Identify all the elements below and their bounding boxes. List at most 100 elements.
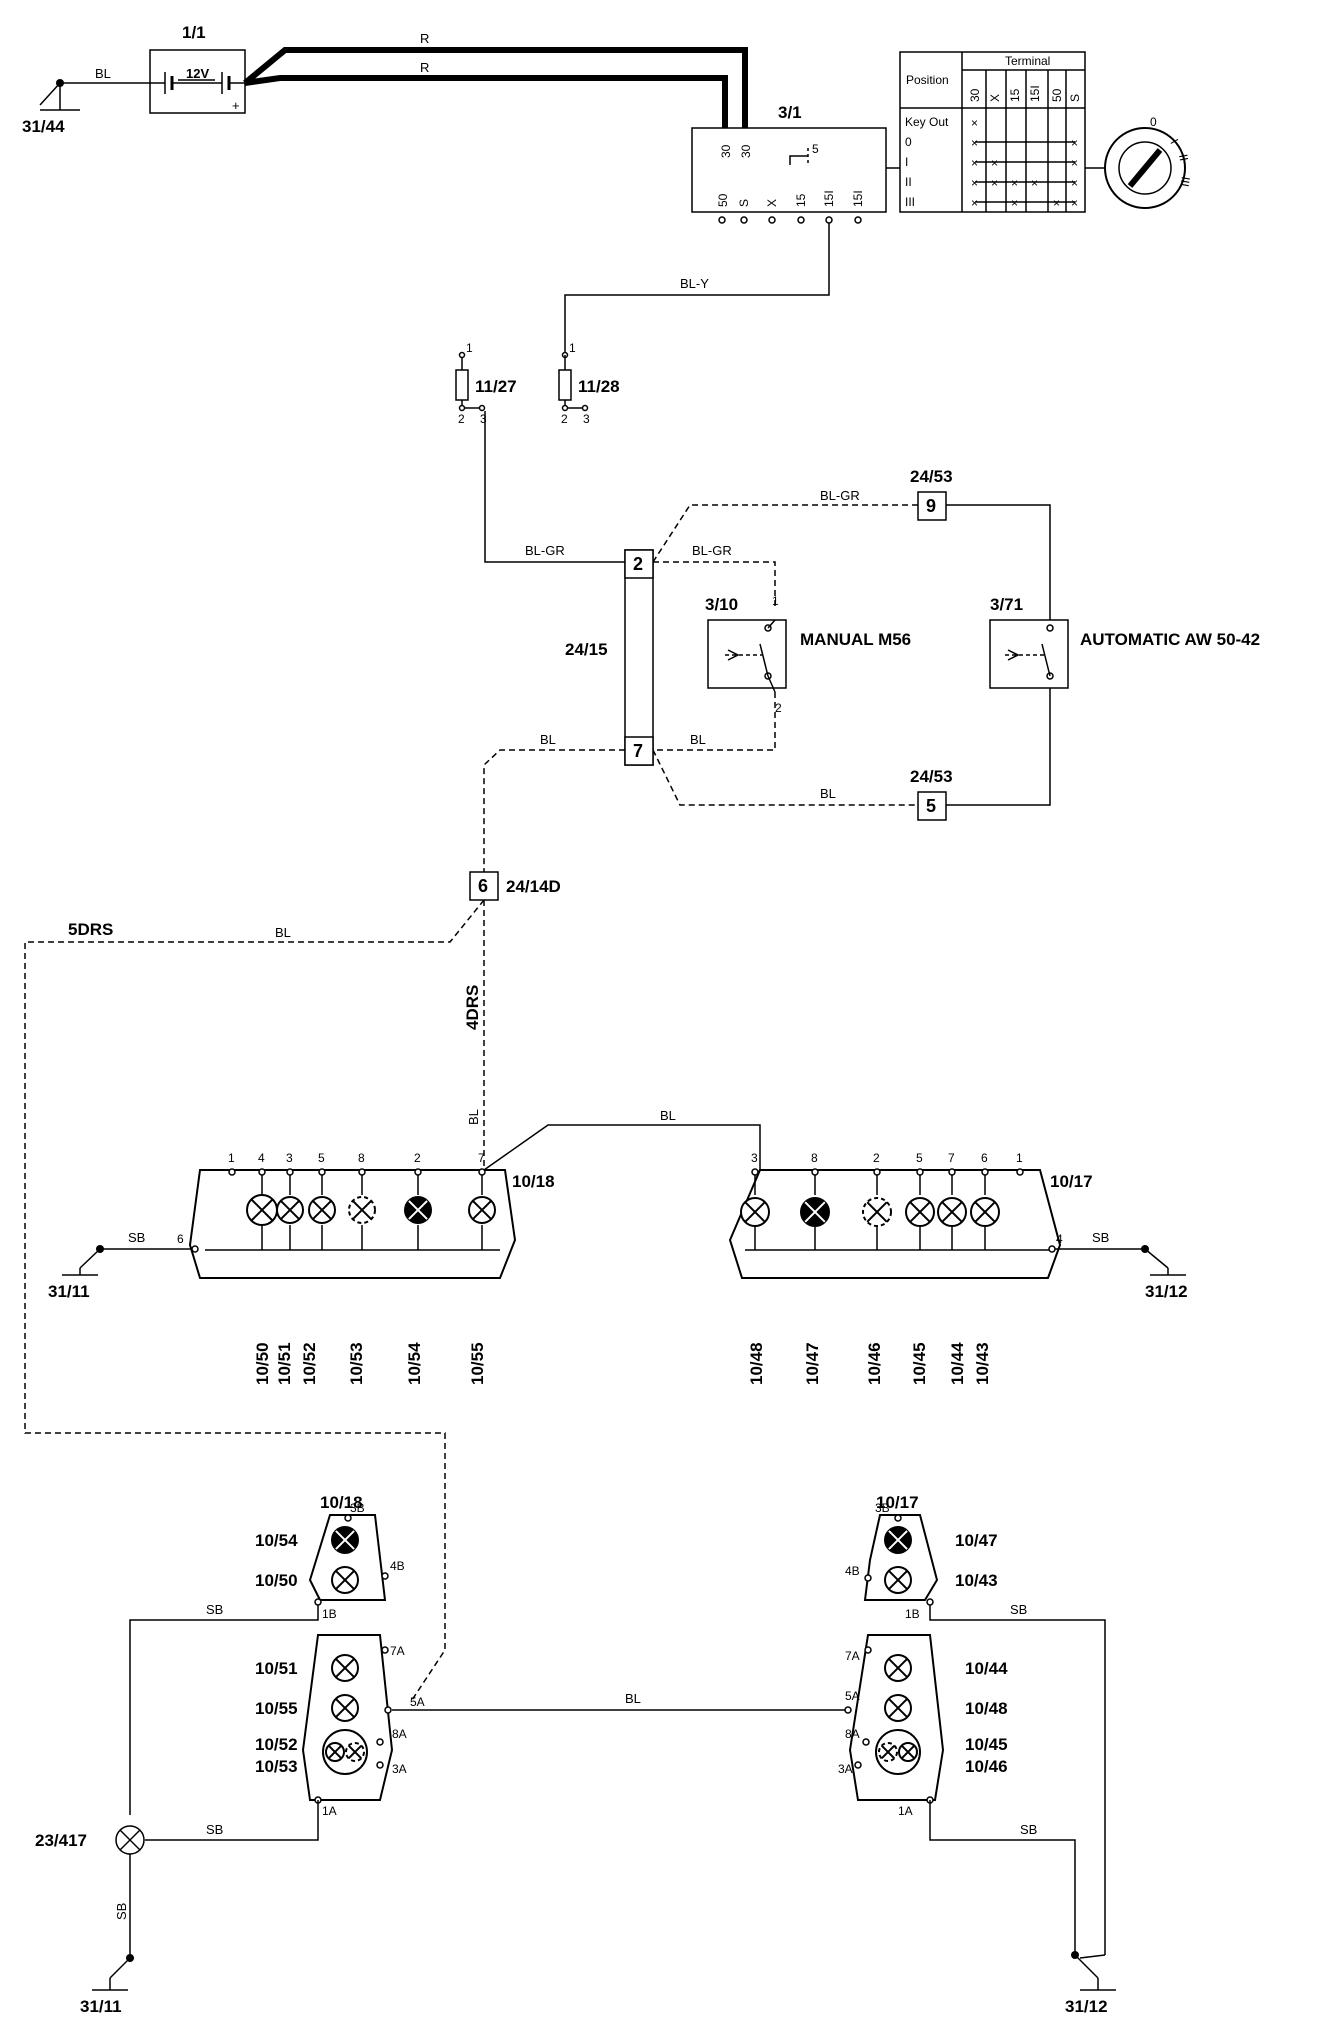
lamp-ref-left-1: 10/51 bbox=[275, 1342, 294, 1385]
connector-24-53-bottom-pin: 5 bbox=[926, 796, 936, 816]
table-row-0: Key Out bbox=[905, 115, 949, 129]
lamp-ref-left-0: 10/50 bbox=[253, 1342, 272, 1385]
switch-3-10-id: 3/10 bbox=[705, 595, 738, 614]
lamp-ref-right-2: 10/46 bbox=[865, 1342, 884, 1385]
lower-right-lamp-4: 10/45 bbox=[965, 1735, 1008, 1754]
wire-label-sb-1: SB bbox=[128, 1230, 145, 1245]
term-50: 50 bbox=[716, 193, 730, 207]
lamp-left-pin-5: 5 bbox=[318, 1151, 325, 1165]
wire-label-bl-6: BL bbox=[660, 1108, 676, 1123]
lower-right-lamp-2: 10/44 bbox=[965, 1659, 1008, 1678]
term-s: S bbox=[737, 199, 751, 207]
lamp-right-pin-1: 1 bbox=[1016, 1151, 1023, 1165]
lower-left-pin-1A: 1A bbox=[322, 1804, 337, 1818]
bulb-icon bbox=[905, 1197, 935, 1227]
wire-label-bl-3: BL bbox=[540, 732, 556, 747]
lamp-left-pin-1: 1 bbox=[228, 1151, 235, 1165]
bulb-icon bbox=[325, 1742, 345, 1762]
table-mark: × bbox=[971, 176, 978, 190]
lower-right-pin-7A: 7A bbox=[845, 1649, 860, 1663]
bulb-icon bbox=[898, 1742, 918, 1762]
lower-left-lamp-4: 10/52 bbox=[255, 1735, 298, 1754]
lamp-housing-right bbox=[728, 1169, 1062, 1279]
term-15: 15 bbox=[794, 193, 808, 207]
lower-left-pin-5A: 5A bbox=[410, 1695, 425, 1709]
lower-left-lamp-1: 10/50 bbox=[255, 1571, 298, 1590]
lower-right-pin-8A: 8A bbox=[845, 1727, 860, 1741]
table-col-4: 50 bbox=[1050, 88, 1064, 102]
lower-left-pin-7A: 7A bbox=[390, 1644, 405, 1658]
table-col-3: 15I bbox=[1028, 85, 1042, 102]
wire-label-bl-gr-1: BL-GR bbox=[525, 543, 565, 558]
lamp-ref-right-3: 10/45 bbox=[910, 1342, 929, 1385]
bulb-icon bbox=[331, 1566, 359, 1594]
lamp-left-pin-2: 2 bbox=[414, 1151, 421, 1165]
lamp-right-pin-7: 7 bbox=[948, 1151, 955, 1165]
wire-label-r-2: R bbox=[420, 60, 429, 75]
table-mark: × bbox=[971, 156, 978, 170]
bulb-icon bbox=[345, 1742, 365, 1762]
lower-left-lamp-2: 10/51 bbox=[255, 1659, 298, 1678]
lower-left-lamp-0: 10/54 bbox=[255, 1531, 298, 1550]
fuse-11-28 bbox=[558, 369, 572, 401]
table-mark: × bbox=[1071, 156, 1078, 170]
table-mark: × bbox=[1031, 176, 1038, 190]
bulb-icon bbox=[331, 1694, 359, 1722]
fuse-b-pin-3: 3 bbox=[583, 412, 590, 426]
lamp-right-pin-6: 6 bbox=[981, 1151, 988, 1165]
wire-label-sb-7: SB bbox=[1020, 1822, 1037, 1837]
lamp-left-ground-pin: 6 bbox=[177, 1232, 184, 1246]
dial-ii: II bbox=[1176, 153, 1191, 162]
wire-label-bl-7: BL bbox=[625, 1691, 641, 1706]
fuse-a-pin-3: 3 bbox=[480, 412, 487, 426]
wire-label-sb-3: SB bbox=[206, 1602, 223, 1617]
wire-label-sb-2: SB bbox=[1092, 1230, 1109, 1245]
lamp-ref-left-3: 10/53 bbox=[347, 1342, 366, 1385]
connector-24-15 bbox=[624, 549, 654, 766]
term-15i: 15I bbox=[822, 190, 836, 207]
connector-24-15-id: 24/15 bbox=[565, 640, 608, 659]
lower-left-pin-3B: 3B bbox=[350, 1501, 365, 1515]
lower-right-pin-3B: 3B bbox=[875, 1501, 890, 1515]
wire-label-bl: BL bbox=[95, 66, 111, 81]
lower-left-pin-8A: 8A bbox=[392, 1727, 407, 1741]
lamp-right-pin-2: 2 bbox=[873, 1151, 880, 1165]
fuse-b-pin-1: 1 bbox=[569, 341, 576, 355]
lamp-left-pin-7: 7 bbox=[478, 1151, 485, 1165]
bulb-icon bbox=[246, 1194, 278, 1226]
battery-voltage: 12V bbox=[186, 66, 209, 81]
fuse-a-pin-1: 1 bbox=[466, 341, 473, 355]
switch-section: BL-GR 2 7 24/15 BL-GR 9 24/53 BL-GR 1 3/… bbox=[483, 411, 1260, 880]
table-mark: × bbox=[1053, 196, 1060, 210]
bulb-icon bbox=[862, 1197, 892, 1227]
connector-24-14d: 6 24/14D 5DRS BL 4DRS BL BL bbox=[24, 871, 761, 1701]
table-row-2: I bbox=[905, 155, 908, 169]
connector-24-53-top bbox=[917, 491, 947, 521]
bulb-icon bbox=[884, 1566, 912, 1594]
table-mark: × bbox=[1071, 136, 1078, 150]
table-mark: × bbox=[1071, 196, 1078, 210]
lower-left-pin-3A: 3A bbox=[392, 1762, 407, 1776]
term-15i-b: 15I bbox=[851, 190, 865, 207]
table-mark: × bbox=[971, 136, 978, 150]
variant-4drs: 4DRS bbox=[463, 985, 482, 1030]
bulb-icon bbox=[937, 1197, 967, 1227]
manual-label: MANUAL M56 bbox=[800, 630, 911, 649]
lower-left-lamp-3: 10/55 bbox=[255, 1699, 298, 1718]
automatic-label: AUTOMATIC AW 50-42 bbox=[1080, 630, 1260, 649]
bulb-icon bbox=[884, 1526, 912, 1554]
ignition-switch-id: 3/1 bbox=[778, 103, 802, 122]
lower-left-title: 10/18 bbox=[320, 1493, 363, 1512]
wire-label-sb-4: SB bbox=[206, 1822, 223, 1837]
battery-id: 1/1 bbox=[182, 23, 206, 42]
ignition-dial-icon: 0 I II III bbox=[1085, 115, 1193, 209]
table-col-1: X bbox=[988, 94, 1002, 102]
connector-24-53-bottom bbox=[917, 791, 947, 821]
table-mark: × bbox=[971, 196, 978, 210]
bulb-icon bbox=[348, 1196, 376, 1224]
